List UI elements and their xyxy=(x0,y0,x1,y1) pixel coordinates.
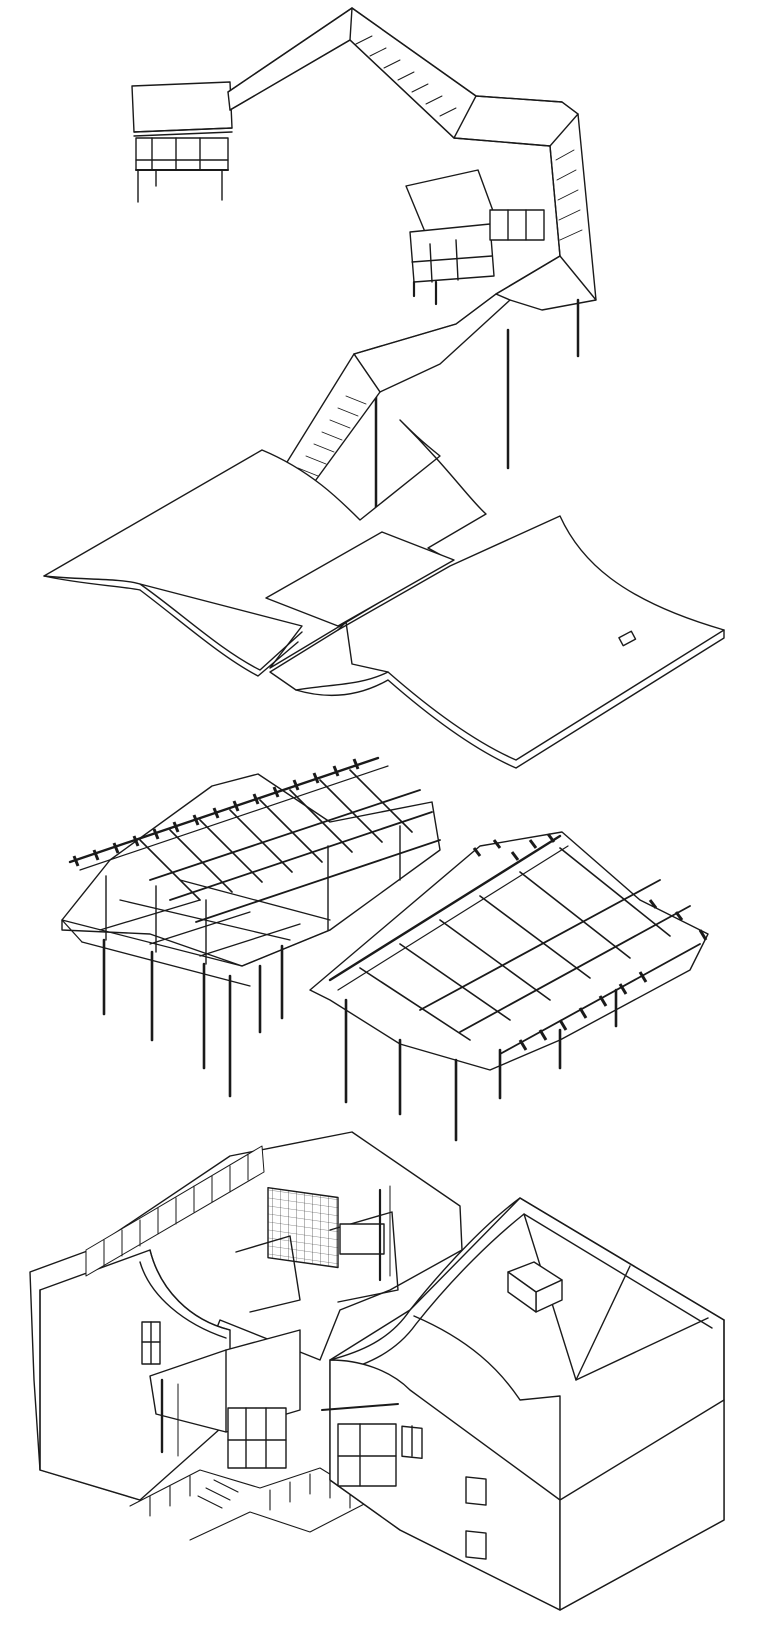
roof-slab-left xyxy=(44,420,486,676)
courtyard-opening xyxy=(266,532,454,626)
layer-building-shell xyxy=(30,1132,724,1610)
layer-walkway-roof xyxy=(44,8,724,768)
frame-block-right xyxy=(310,832,708,1140)
shell-right-block xyxy=(322,1198,724,1610)
pavilion-left xyxy=(132,82,232,202)
shell-left-block xyxy=(30,1132,462,1540)
frame-block-left xyxy=(62,758,440,1096)
layer-timber-frame xyxy=(62,758,708,1140)
roof-slab-right xyxy=(270,516,724,768)
pavilion-right xyxy=(406,170,544,304)
